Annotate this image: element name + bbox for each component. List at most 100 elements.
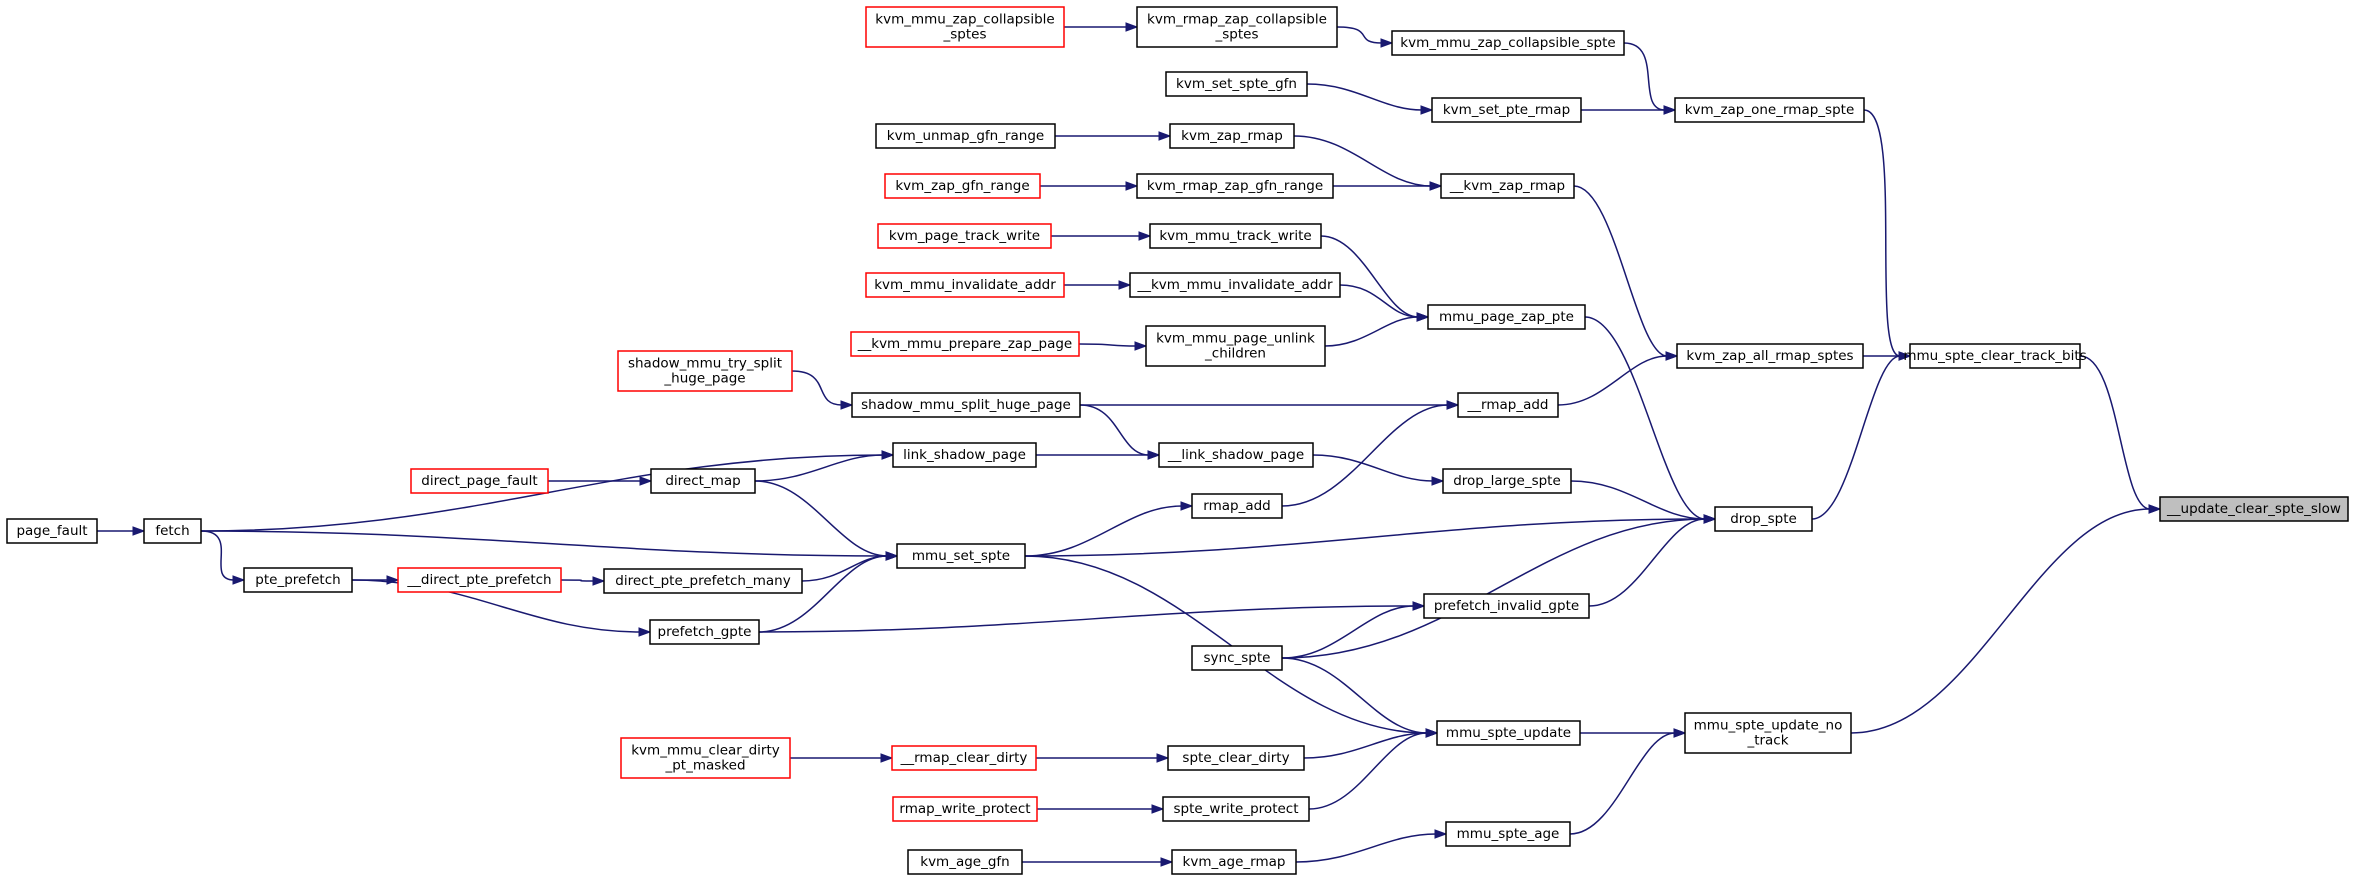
node-box[interactable] bbox=[1457, 392, 1559, 418]
node-mmu-spte-clear-track-bits[interactable]: mmu_spte_clear_track_bits bbox=[1903, 343, 2087, 369]
node-rmap-add[interactable]: rmap_add bbox=[1191, 493, 1283, 519]
node-kvm-mmu-clear-dirty-pt-masked[interactable]: kvm_mmu_clear_dirty_pt_masked bbox=[620, 737, 791, 779]
node-mmu-spte-update-no-track[interactable]: mmu_spte_update_no_track bbox=[1684, 712, 1852, 754]
node-kvm-set-spte-gfn[interactable]: kvm_set_spte_gfn bbox=[1165, 71, 1308, 97]
node-rmap-add-inner[interactable]: __rmap_add bbox=[1457, 392, 1559, 418]
node-box[interactable] bbox=[1191, 645, 1283, 671]
node-box[interactable] bbox=[907, 849, 1023, 875]
node-box[interactable] bbox=[1167, 745, 1305, 771]
node-update-clear-spte-slow[interactable]: __update_clear_spte_slow bbox=[2159, 496, 2349, 522]
node-drop-spte[interactable]: drop_spte bbox=[1714, 506, 1813, 532]
node-kvm-mmu-zap-collapsible-sptes[interactable]: kvm_mmu_zap_collapsible_sptes bbox=[865, 6, 1065, 48]
node-box[interactable] bbox=[1165, 71, 1308, 97]
node-mmu-spte-age[interactable]: mmu_spte_age bbox=[1445, 821, 1571, 847]
node-spte-write-protect[interactable]: spte_write_protect bbox=[1162, 796, 1310, 822]
node-box[interactable] bbox=[1440, 173, 1575, 199]
node-box[interactable] bbox=[1684, 712, 1852, 754]
node-box[interactable] bbox=[1431, 97, 1582, 123]
node-kvm-zap-one-rmap-spte[interactable]: kvm_zap_one_rmap_spte bbox=[1674, 97, 1865, 123]
node-box[interactable] bbox=[865, 6, 1065, 48]
node-drop-large-spte[interactable]: drop_large_spte bbox=[1442, 468, 1572, 494]
node-kvm-mmu-invalidate-addr-inner[interactable]: __kvm_mmu_invalidate_addr bbox=[1129, 272, 1341, 298]
node-kvm-zap-rmap[interactable]: kvm_zap_rmap bbox=[1169, 123, 1295, 149]
node-kvm-rmap-zap-collapsible-sptes[interactable]: kvm_rmap_zap_collapsible_sptes bbox=[1136, 6, 1338, 48]
node-box[interactable] bbox=[1714, 506, 1813, 532]
node-kvm-mmu-page-unlink-children[interactable]: kvm_mmu_page_unlink_children bbox=[1145, 325, 1326, 367]
node-page-fault[interactable]: page_fault bbox=[6, 518, 98, 544]
node-kvm-age-rmap[interactable]: kvm_age_rmap bbox=[1171, 849, 1297, 875]
node-box[interactable] bbox=[1445, 821, 1571, 847]
node-box[interactable] bbox=[397, 567, 562, 593]
node-box[interactable] bbox=[410, 468, 549, 494]
node-box[interactable] bbox=[1145, 325, 1326, 367]
node-box[interactable] bbox=[892, 796, 1038, 822]
node-mmu-spte-update[interactable]: mmu_spte_update bbox=[1436, 720, 1581, 746]
node-shadow-mmu-split-huge-page[interactable]: shadow_mmu_split_huge_page bbox=[851, 392, 1081, 418]
node-box[interactable] bbox=[851, 392, 1081, 418]
node-fetch[interactable]: fetch bbox=[143, 518, 202, 544]
node-box[interactable] bbox=[1427, 304, 1586, 330]
node-rmap-write-protect[interactable]: rmap_write_protect bbox=[892, 796, 1038, 822]
node-box[interactable] bbox=[1136, 173, 1334, 199]
node-rmap-clear-dirty-inner[interactable]: __rmap_clear_dirty bbox=[891, 745, 1037, 771]
node-kvm-mmu-prepare-zap-page-inner[interactable]: __kvm_mmu_prepare_zap_page bbox=[850, 331, 1080, 357]
node-prefetch-invalid-gpte[interactable]: prefetch_invalid_gpte bbox=[1423, 593, 1590, 619]
node-kvm-zap-gfn-range[interactable]: kvm_zap_gfn_range bbox=[884, 173, 1041, 199]
node-box[interactable] bbox=[1436, 720, 1581, 746]
node-box[interactable] bbox=[617, 350, 793, 392]
node-kvm-zap-all-rmap-sptes[interactable]: kvm_zap_all_rmap_sptes bbox=[1676, 343, 1864, 369]
node-kvm-rmap-zap-gfn-range[interactable]: kvm_rmap_zap_gfn_range bbox=[1136, 173, 1334, 199]
node-kvm-mmu-zap-collapsible-spte[interactable]: kvm_mmu_zap_collapsible_spte bbox=[1391, 30, 1625, 56]
node-box[interactable] bbox=[243, 567, 353, 593]
node-link-shadow-page-inner[interactable]: __link_shadow_page bbox=[1158, 442, 1314, 468]
node-box[interactable] bbox=[1674, 97, 1865, 123]
node-box[interactable] bbox=[650, 468, 756, 494]
node-box[interactable] bbox=[1676, 343, 1864, 369]
node-prefetch-gpte[interactable]: prefetch_gpte bbox=[649, 619, 760, 645]
node-direct-pte-prefetch-many[interactable]: direct_pte_prefetch_many bbox=[603, 568, 803, 594]
node-kvm-page-track-write[interactable]: kvm_page_track_write bbox=[877, 223, 1052, 249]
node-mmu-set-spte[interactable]: mmu_set_spte bbox=[896, 543, 1026, 569]
node-kvm-age-gfn[interactable]: kvm_age_gfn bbox=[907, 849, 1023, 875]
node-box[interactable] bbox=[892, 442, 1037, 468]
node-direct-pte-prefetch-inner[interactable]: __direct_pte_prefetch bbox=[397, 567, 562, 593]
node-box[interactable] bbox=[2159, 496, 2349, 522]
node-box[interactable] bbox=[1136, 6, 1338, 48]
node-box[interactable] bbox=[620, 737, 791, 779]
node-kvm-mmu-invalidate-addr[interactable]: kvm_mmu_invalidate_addr bbox=[865, 272, 1065, 298]
node-box[interactable] bbox=[1158, 442, 1314, 468]
node-box[interactable] bbox=[6, 518, 98, 544]
node-box[interactable] bbox=[875, 123, 1056, 149]
node-box[interactable] bbox=[891, 745, 1037, 771]
node-box[interactable] bbox=[1191, 493, 1283, 519]
node-kvm-unmap-gfn-range[interactable]: kvm_unmap_gfn_range bbox=[875, 123, 1056, 149]
node-box[interactable] bbox=[143, 518, 202, 544]
node-box[interactable] bbox=[1171, 849, 1297, 875]
node-direct-map[interactable]: direct_map bbox=[650, 468, 756, 494]
node-box[interactable] bbox=[1442, 468, 1572, 494]
node-box[interactable] bbox=[896, 543, 1026, 569]
node-mmu-page-zap-pte[interactable]: mmu_page_zap_pte bbox=[1427, 304, 1586, 330]
node-direct-page-fault[interactable]: direct_page_fault bbox=[410, 468, 549, 494]
node-box[interactable] bbox=[884, 173, 1041, 199]
node-box[interactable] bbox=[1391, 30, 1625, 56]
node-box[interactable] bbox=[1162, 796, 1310, 822]
node-sync-spte[interactable]: sync_spte bbox=[1191, 645, 1283, 671]
node-box[interactable] bbox=[1423, 593, 1590, 619]
node-spte-clear-dirty[interactable]: spte_clear_dirty bbox=[1167, 745, 1305, 771]
node-kvm-mmu-track-write[interactable]: kvm_mmu_track_write bbox=[1149, 223, 1322, 249]
node-kvm-zap-rmap-inner[interactable]: __kvm_zap_rmap bbox=[1440, 173, 1575, 199]
node-shadow-mmu-try-split-huge-page[interactable]: shadow_mmu_try_split_huge_page bbox=[617, 350, 793, 392]
node-box[interactable] bbox=[1909, 343, 2081, 369]
node-box[interactable] bbox=[1149, 223, 1322, 249]
node-box[interactable] bbox=[865, 272, 1065, 298]
node-box[interactable] bbox=[1169, 123, 1295, 149]
node-box[interactable] bbox=[877, 223, 1052, 249]
node-pte-prefetch[interactable]: pte_prefetch bbox=[243, 567, 353, 593]
node-link-shadow-page[interactable]: link_shadow_page bbox=[892, 442, 1037, 468]
node-box[interactable] bbox=[850, 331, 1080, 357]
node-box[interactable] bbox=[1129, 272, 1341, 298]
node-kvm-set-pte-rmap[interactable]: kvm_set_pte_rmap bbox=[1431, 97, 1582, 123]
node-box[interactable] bbox=[649, 619, 760, 645]
node-box[interactable] bbox=[603, 568, 803, 594]
